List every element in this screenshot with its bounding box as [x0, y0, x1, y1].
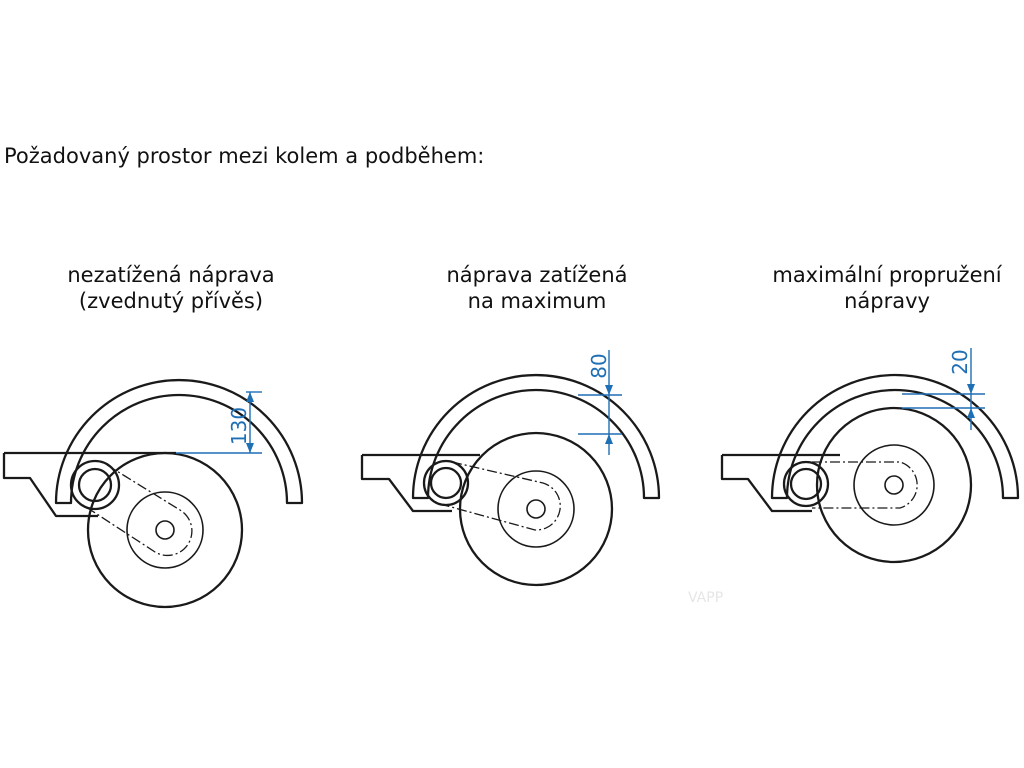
wheel-hub	[155, 520, 175, 540]
dimension-value: 20	[948, 349, 972, 374]
axle-pivot-inner	[789, 467, 823, 501]
caption-unloaded-axle: nezatížená náprava (zvednutý přívěs)	[6, 262, 336, 314]
dimension-value: 130	[227, 407, 251, 445]
chassis-frame	[2, 451, 176, 518]
wheel-rim	[853, 444, 935, 526]
panel-loaded-axle: 80	[360, 350, 661, 587]
caption-line-1: maximální propružení	[772, 263, 1002, 287]
panel-max-suspension: 20	[720, 348, 1020, 564]
dimension-arrow-up	[967, 408, 975, 418]
axle-pivot-inner	[77, 467, 113, 503]
tire	[815, 406, 973, 564]
dimension-arrow-down	[967, 384, 975, 394]
dimension-arrow-down	[246, 443, 254, 453]
wheel-hub	[884, 475, 904, 495]
axle-pivot-outer	[69, 459, 121, 511]
wheel-arch	[770, 373, 1020, 500]
watermark: VAPP	[688, 590, 724, 606]
caption-line-2: (zvednutý přívěs)	[78, 289, 264, 313]
wheel-arch	[411, 373, 661, 500]
wheel-rim	[497, 470, 575, 548]
caption-line-1: nezatížená náprava	[67, 263, 275, 287]
wheel-rim	[126, 491, 204, 569]
dimension-arrow-down	[605, 385, 613, 395]
dimension-arrow-up	[246, 392, 254, 402]
swing-arm	[82, 464, 193, 557]
chassis-frame	[720, 453, 840, 513]
swing-arm	[443, 461, 561, 531]
tire	[458, 431, 614, 587]
caption-max-suspension: maximální propružení nápravy	[722, 262, 1024, 314]
swing-arm	[812, 461, 918, 509]
tire	[86, 451, 244, 609]
axle-pivot-outer	[782, 460, 830, 508]
page-heading: Požadovaný prostor mezi kolem a podběhem…	[4, 144, 485, 168]
panel-unloaded-axle: 130	[2, 378, 304, 609]
axle-pivot-inner	[429, 466, 463, 500]
caption-line-2: na maximum	[467, 289, 607, 313]
wheel-hub	[526, 499, 546, 519]
caption-line-2: nápravy	[844, 289, 930, 313]
caption-line-1: náprava zatížená	[446, 263, 628, 287]
caption-loaded-axle: náprava zatížená na maximum	[372, 262, 702, 314]
dimension-arrow-up	[605, 434, 613, 444]
dimension-value: 80	[587, 353, 611, 378]
chassis-frame	[360, 453, 480, 513]
wheel-arch	[54, 378, 304, 505]
